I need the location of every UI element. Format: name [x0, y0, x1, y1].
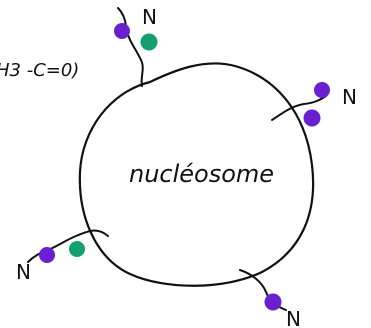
tail-left: N: [16, 229, 109, 284]
tail-top-n-label: N: [142, 5, 157, 29]
tail-top: N: [114, 5, 158, 87]
tail-bottom-purple-dot: [264, 293, 282, 311]
center-label: nucléosome: [129, 160, 274, 188]
tail-top-green-dot: [140, 33, 158, 51]
tail-right-purple-dot-2: [303, 109, 321, 127]
tail-left-line: [27, 229, 109, 263]
tail-right-purple-dot-1: [314, 82, 330, 98]
modification-label: H3 -C=0): [0, 60, 79, 81]
tail-right: N: [271, 82, 357, 127]
tail-left-green-dot: [69, 241, 85, 257]
tail-bottom: N: [239, 269, 301, 328]
tail-left-purple-dot: [39, 247, 55, 263]
tail-right-line: [271, 95, 327, 121]
tail-bottom-n-label: N: [286, 307, 301, 328]
tail-left-n-label: N: [16, 260, 31, 284]
nucleosome-outline: [78, 62, 315, 287]
tail-right-n-label: N: [342, 85, 357, 109]
tail-top-line: [117, 7, 144, 87]
tail-top-purple-dot: [114, 23, 130, 39]
